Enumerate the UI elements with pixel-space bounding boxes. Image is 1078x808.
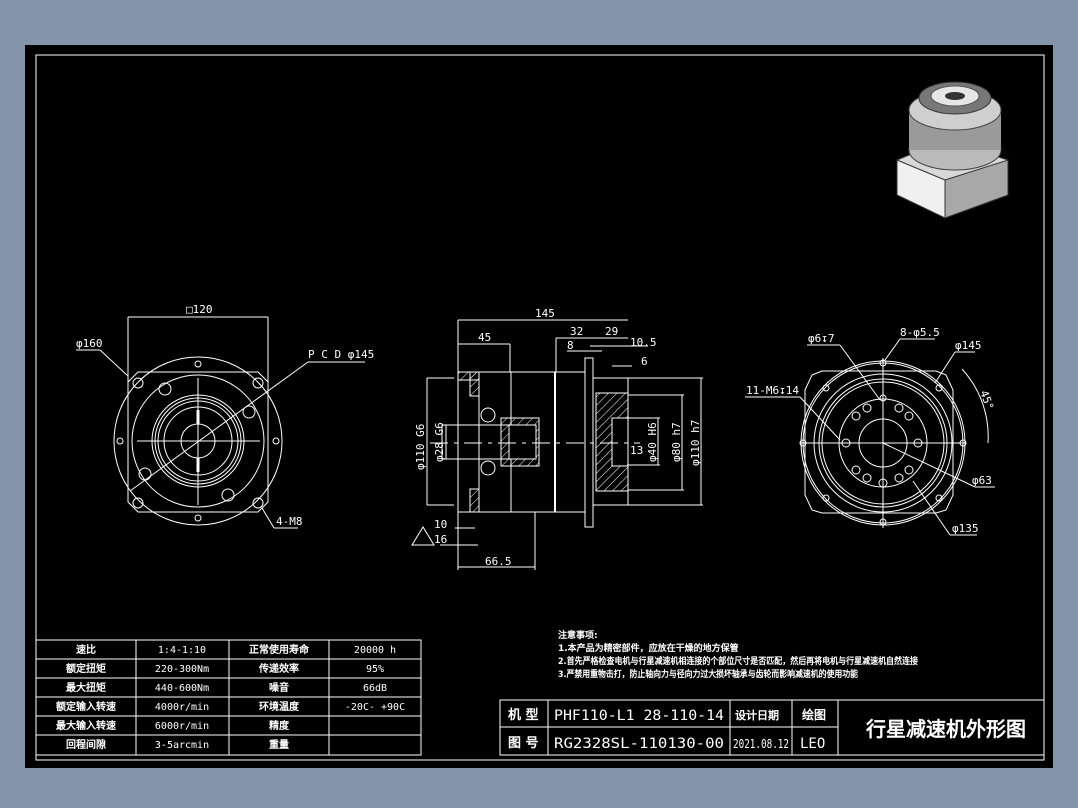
- model-value: PHF110-L1 28-110-14: [554, 708, 724, 724]
- spec-value: -20C- +90C: [345, 702, 405, 713]
- drawer-name: LEO: [800, 736, 825, 752]
- spec-label: 最大输入转速: [56, 719, 116, 732]
- dim-angle: 45°: [977, 389, 996, 412]
- spec-value: 20000 h: [354, 645, 396, 656]
- dim-6: 6: [641, 355, 648, 368]
- dim-flange-dia: φ160: [76, 337, 103, 350]
- drawing-title: 行星减速机外形图: [865, 717, 1026, 741]
- dim-28-g6: φ28 G6: [433, 422, 446, 462]
- note-item: 3.严禁用重物击打，防止轴向力与径向力过大损坏轴承与齿轮而影响减速机的使用功能: [558, 668, 858, 680]
- drawing-sheet: □120 φ160 P C D φ145 4-M8 145 45 32 29 8…: [25, 45, 1053, 768]
- design-date-label: 设计日期: [735, 708, 779, 722]
- dim-tap: 11-M6↧14: [746, 384, 799, 397]
- spec-value: 440-600Nm: [155, 683, 209, 694]
- spec-value: 95%: [366, 664, 384, 675]
- dim-145-out: φ145: [955, 339, 982, 352]
- note-item: 1.本产品为精密部件，应放在干燥的地方保管: [558, 642, 739, 654]
- title-block: 机 型 PHF110-L1 28-110-14 设计日期 绘图 图 号 RG23…: [508, 707, 1026, 752]
- dim-32: 32: [570, 325, 583, 338]
- dim-13: 13: [630, 444, 643, 457]
- spec-value: 6000r/min: [155, 721, 209, 732]
- date-value: 2021.08.12: [733, 737, 789, 751]
- spec-label: 噪音: [269, 681, 289, 694]
- dim-110-g6: φ110 G6: [414, 424, 427, 470]
- dim-8: 8: [567, 339, 574, 352]
- number-label: 图 号: [508, 736, 539, 751]
- spec-label: 重量: [269, 738, 289, 751]
- front-view: [76, 316, 365, 529]
- model-label: 机 型: [508, 707, 539, 723]
- dim-66-5: 66.5: [485, 555, 512, 568]
- dim-hole-6: φ6↧7: [808, 332, 835, 345]
- inner-border: [35, 54, 1045, 761]
- dim-29: 29: [605, 325, 618, 338]
- spec-label: 最大扭矩: [66, 681, 106, 694]
- spec-table-grid: [35, 639, 422, 756]
- notes: 注意事项: 1.本产品为精密部件，应放在干燥的地方保管 2.首先严格检查电机与行…: [558, 629, 918, 680]
- spec-value: 220-300Nm: [155, 664, 209, 675]
- spec-value: 1:4-1:10: [158, 645, 206, 656]
- dim-square: □120: [186, 303, 213, 316]
- dim-pcd: P C D φ145: [308, 348, 374, 361]
- side-view: [411, 319, 703, 570]
- output-view: [745, 338, 995, 536]
- isometric-gearbox-image: [896, 81, 1009, 219]
- dim-holes: 4-M8: [276, 515, 303, 528]
- dim-63: φ63: [972, 474, 992, 487]
- spec-label: 额定输入转速: [56, 700, 116, 713]
- drawing-label: 绘图: [802, 707, 826, 722]
- dim-40-h6: φ40 H6: [646, 422, 659, 462]
- note-item: 2.首先严格检查电机与行星减速机相连接的个部位尺寸是否匹配，然后再将电机与行星减…: [558, 655, 918, 667]
- spec-table: 速比 1:4-1:10 正常使用寿命 20000 h 额定扭矩 220-300N…: [56, 643, 405, 751]
- spec-label: 正常使用寿命: [249, 643, 310, 656]
- title-block-grid: [499, 699, 1045, 756]
- notes-title: 注意事项:: [558, 629, 598, 641]
- spec-label: 精度: [269, 719, 290, 732]
- dim-80-h7: φ80 h7: [670, 422, 683, 462]
- dim-16: 16: [434, 533, 447, 546]
- cad-drawing: □120 φ160 P C D φ145 4-M8 145 45 32 29 8…: [35, 54, 1045, 761]
- dim-10-5: 10.5: [630, 336, 657, 349]
- number-value: RG2328SL-110130-00: [554, 736, 724, 752]
- dim-45: 45: [478, 331, 491, 344]
- spec-value: 66dB: [363, 683, 387, 694]
- spec-label: 传递效率: [258, 662, 299, 675]
- dim-135: φ135: [952, 522, 979, 535]
- spec-value: 4000r/min: [155, 702, 209, 713]
- dim-10: 10: [434, 518, 447, 531]
- spec-label: 额定扭矩: [66, 662, 106, 675]
- spec-label: 环境温度: [259, 700, 300, 713]
- dim-110-h7: φ110 h7: [689, 420, 702, 466]
- spec-label: 回程间隙: [66, 738, 106, 751]
- dim-8-holes: 8-φ5.5: [900, 326, 940, 339]
- spec-value: 3-5arcmin: [155, 740, 209, 751]
- spec-label: 速比: [76, 643, 96, 656]
- dim-145: 145: [535, 307, 555, 320]
